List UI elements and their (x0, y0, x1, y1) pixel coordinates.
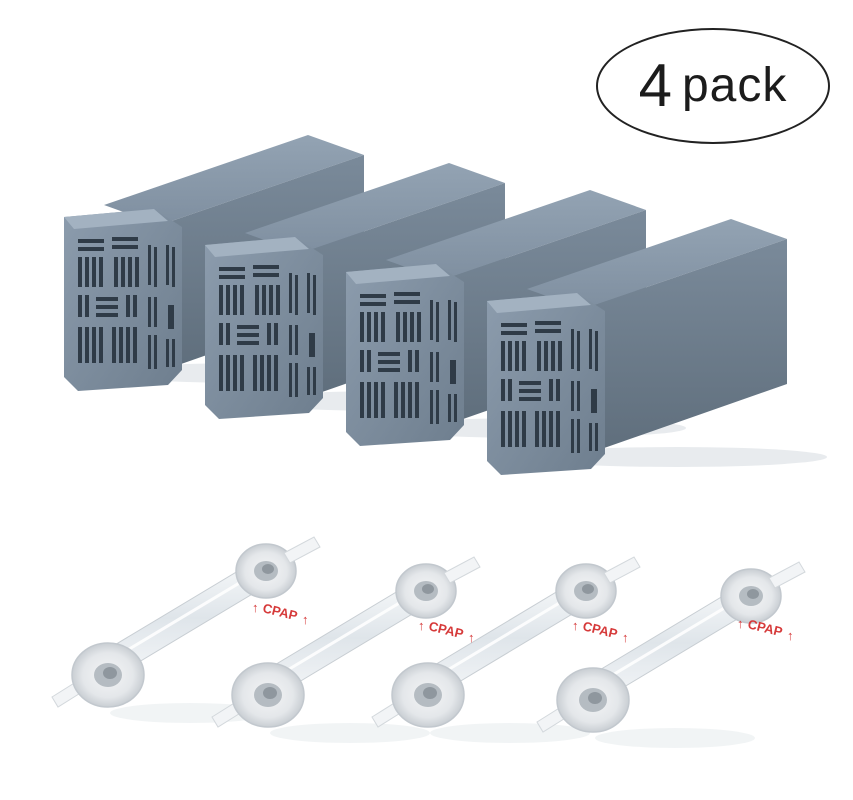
arrow-up-icon: ↑ (418, 618, 425, 633)
arrow-up-icon: ↑ (252, 600, 259, 615)
arrow-up-icon: ↑ (572, 618, 579, 633)
arrow-up-icon: ↑ (468, 630, 475, 645)
arrow-up-icon: ↑ (302, 612, 309, 627)
cpap-label: CPAP (261, 600, 299, 623)
pack-word: pack (681, 59, 788, 112)
arrow-up-icon: ↑ (737, 616, 744, 631)
cpap-label: CPAP (427, 618, 465, 641)
cpap-label: CPAP (746, 616, 784, 639)
pack-count: 4 (638, 52, 672, 119)
cpap-label: CPAP (581, 618, 619, 641)
arrow-up-icon: ↑ (787, 628, 794, 643)
pack-count-badge: 4 pack (596, 28, 830, 144)
arrow-up-icon: ↑ (622, 630, 629, 645)
